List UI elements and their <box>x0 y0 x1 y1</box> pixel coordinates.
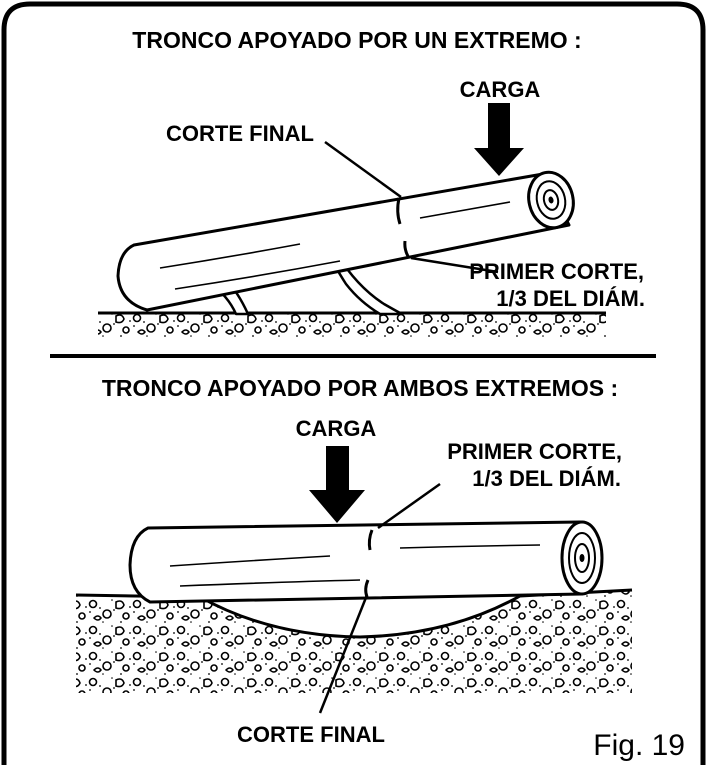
top-cut-marks <box>396 197 411 259</box>
top-panel-title: TRONCO APOYADO POR UN EXTREMO : <box>132 27 581 53</box>
top-final-cut-label: CORTE FINAL <box>166 121 314 146</box>
top-first-cut <box>403 240 411 259</box>
top-final-cut <box>396 197 402 225</box>
bottom-log <box>128 520 604 604</box>
figure-number: Fig. 19 <box>593 729 685 762</box>
top-first-cut-leader <box>410 256 499 274</box>
bottom-final-cut-leader <box>318 594 369 714</box>
top-final-cut-leader <box>324 140 402 199</box>
top-log <box>116 170 575 312</box>
bottom-panel-title: TRONCO APOYADO POR AMBOS EXTREMOS : <box>102 375 618 401</box>
bottom-first-cut-label-2: 1/3 DEL DIÁM. <box>472 466 621 491</box>
bottom-first-cut <box>367 529 374 551</box>
bottom-ground <box>75 588 633 693</box>
top-first-cut-label-2: 1/3 DEL DIÁM. <box>496 286 645 311</box>
bottom-load-label: CARGA <box>296 416 377 441</box>
top-ground <box>98 311 606 339</box>
bottom-first-cut-label-1: PRIMER CORTE, <box>447 439 622 464</box>
top-load-arrow <box>474 103 524 176</box>
bottom-first-cut-leader <box>377 482 441 530</box>
top-first-cut-label-1: PRIMER CORTE, <box>469 259 644 284</box>
bottom-load-arrow <box>309 446 365 523</box>
bottom-final-cut-label: CORTE FINAL <box>237 722 385 747</box>
top-load-label: CARGA <box>460 77 541 102</box>
